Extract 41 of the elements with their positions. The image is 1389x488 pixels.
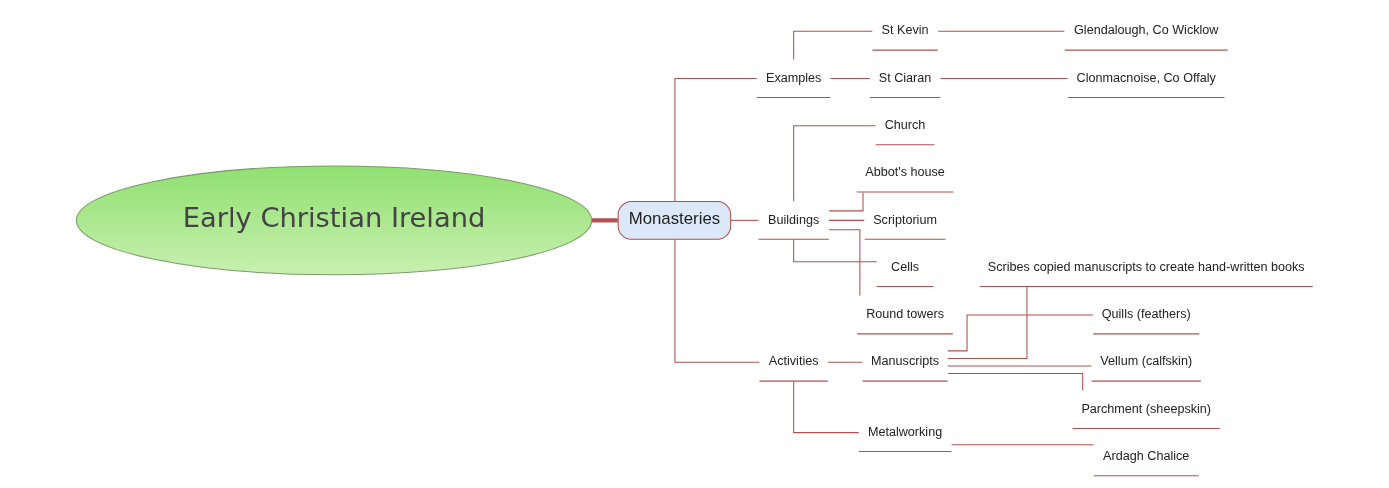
connector (951, 444, 1095, 446)
connector (947, 365, 1092, 367)
connector (674, 238, 760, 363)
node-text: Vellum (calfskin) (1100, 354, 1193, 369)
node-text: Metalworking (867, 424, 943, 439)
connector (793, 380, 860, 434)
node-text: Cells (891, 259, 920, 274)
connector (730, 219, 759, 221)
node-text: Church (884, 118, 926, 133)
node-text: Quills (feathers) (1101, 307, 1191, 322)
connector (793, 30, 873, 61)
connector (828, 191, 864, 212)
node-text: St Ciaran (878, 70, 932, 85)
connector (828, 229, 861, 297)
connector (828, 219, 865, 221)
connector (947, 286, 1028, 359)
connector (947, 314, 1094, 352)
node-text: Abbot's house (865, 165, 945, 180)
connector (940, 77, 1069, 79)
connector (674, 77, 758, 202)
node-text: Examples (765, 70, 822, 85)
node-ellipse: Early Christian Ireland (75, 165, 593, 276)
node-text: Parchment (sheepskin) (1081, 401, 1212, 416)
connector (829, 77, 871, 79)
node-text: Round towers (866, 307, 944, 322)
node-text: Manuscripts (871, 354, 940, 369)
node-text: St Kevin (881, 23, 929, 38)
connector (827, 361, 863, 363)
node-box: Monasteries (617, 200, 732, 240)
connector (592, 218, 618, 223)
node-text: Ardagh Chalice (1103, 449, 1190, 464)
connector (937, 30, 1065, 32)
node-text: Scribes copied manuscripts to create hand-written books (987, 259, 1305, 274)
connector (793, 125, 877, 202)
node-text: Clonmacnoise, Co Offaly (1076, 70, 1216, 85)
connector (793, 239, 878, 263)
node-text: Activities (768, 354, 819, 369)
node-text: Scriptorium (873, 212, 937, 227)
node-text: Glendalough, Co Wicklow (1074, 23, 1219, 38)
node-text: Buildings (768, 212, 820, 227)
connector (947, 373, 1084, 391)
